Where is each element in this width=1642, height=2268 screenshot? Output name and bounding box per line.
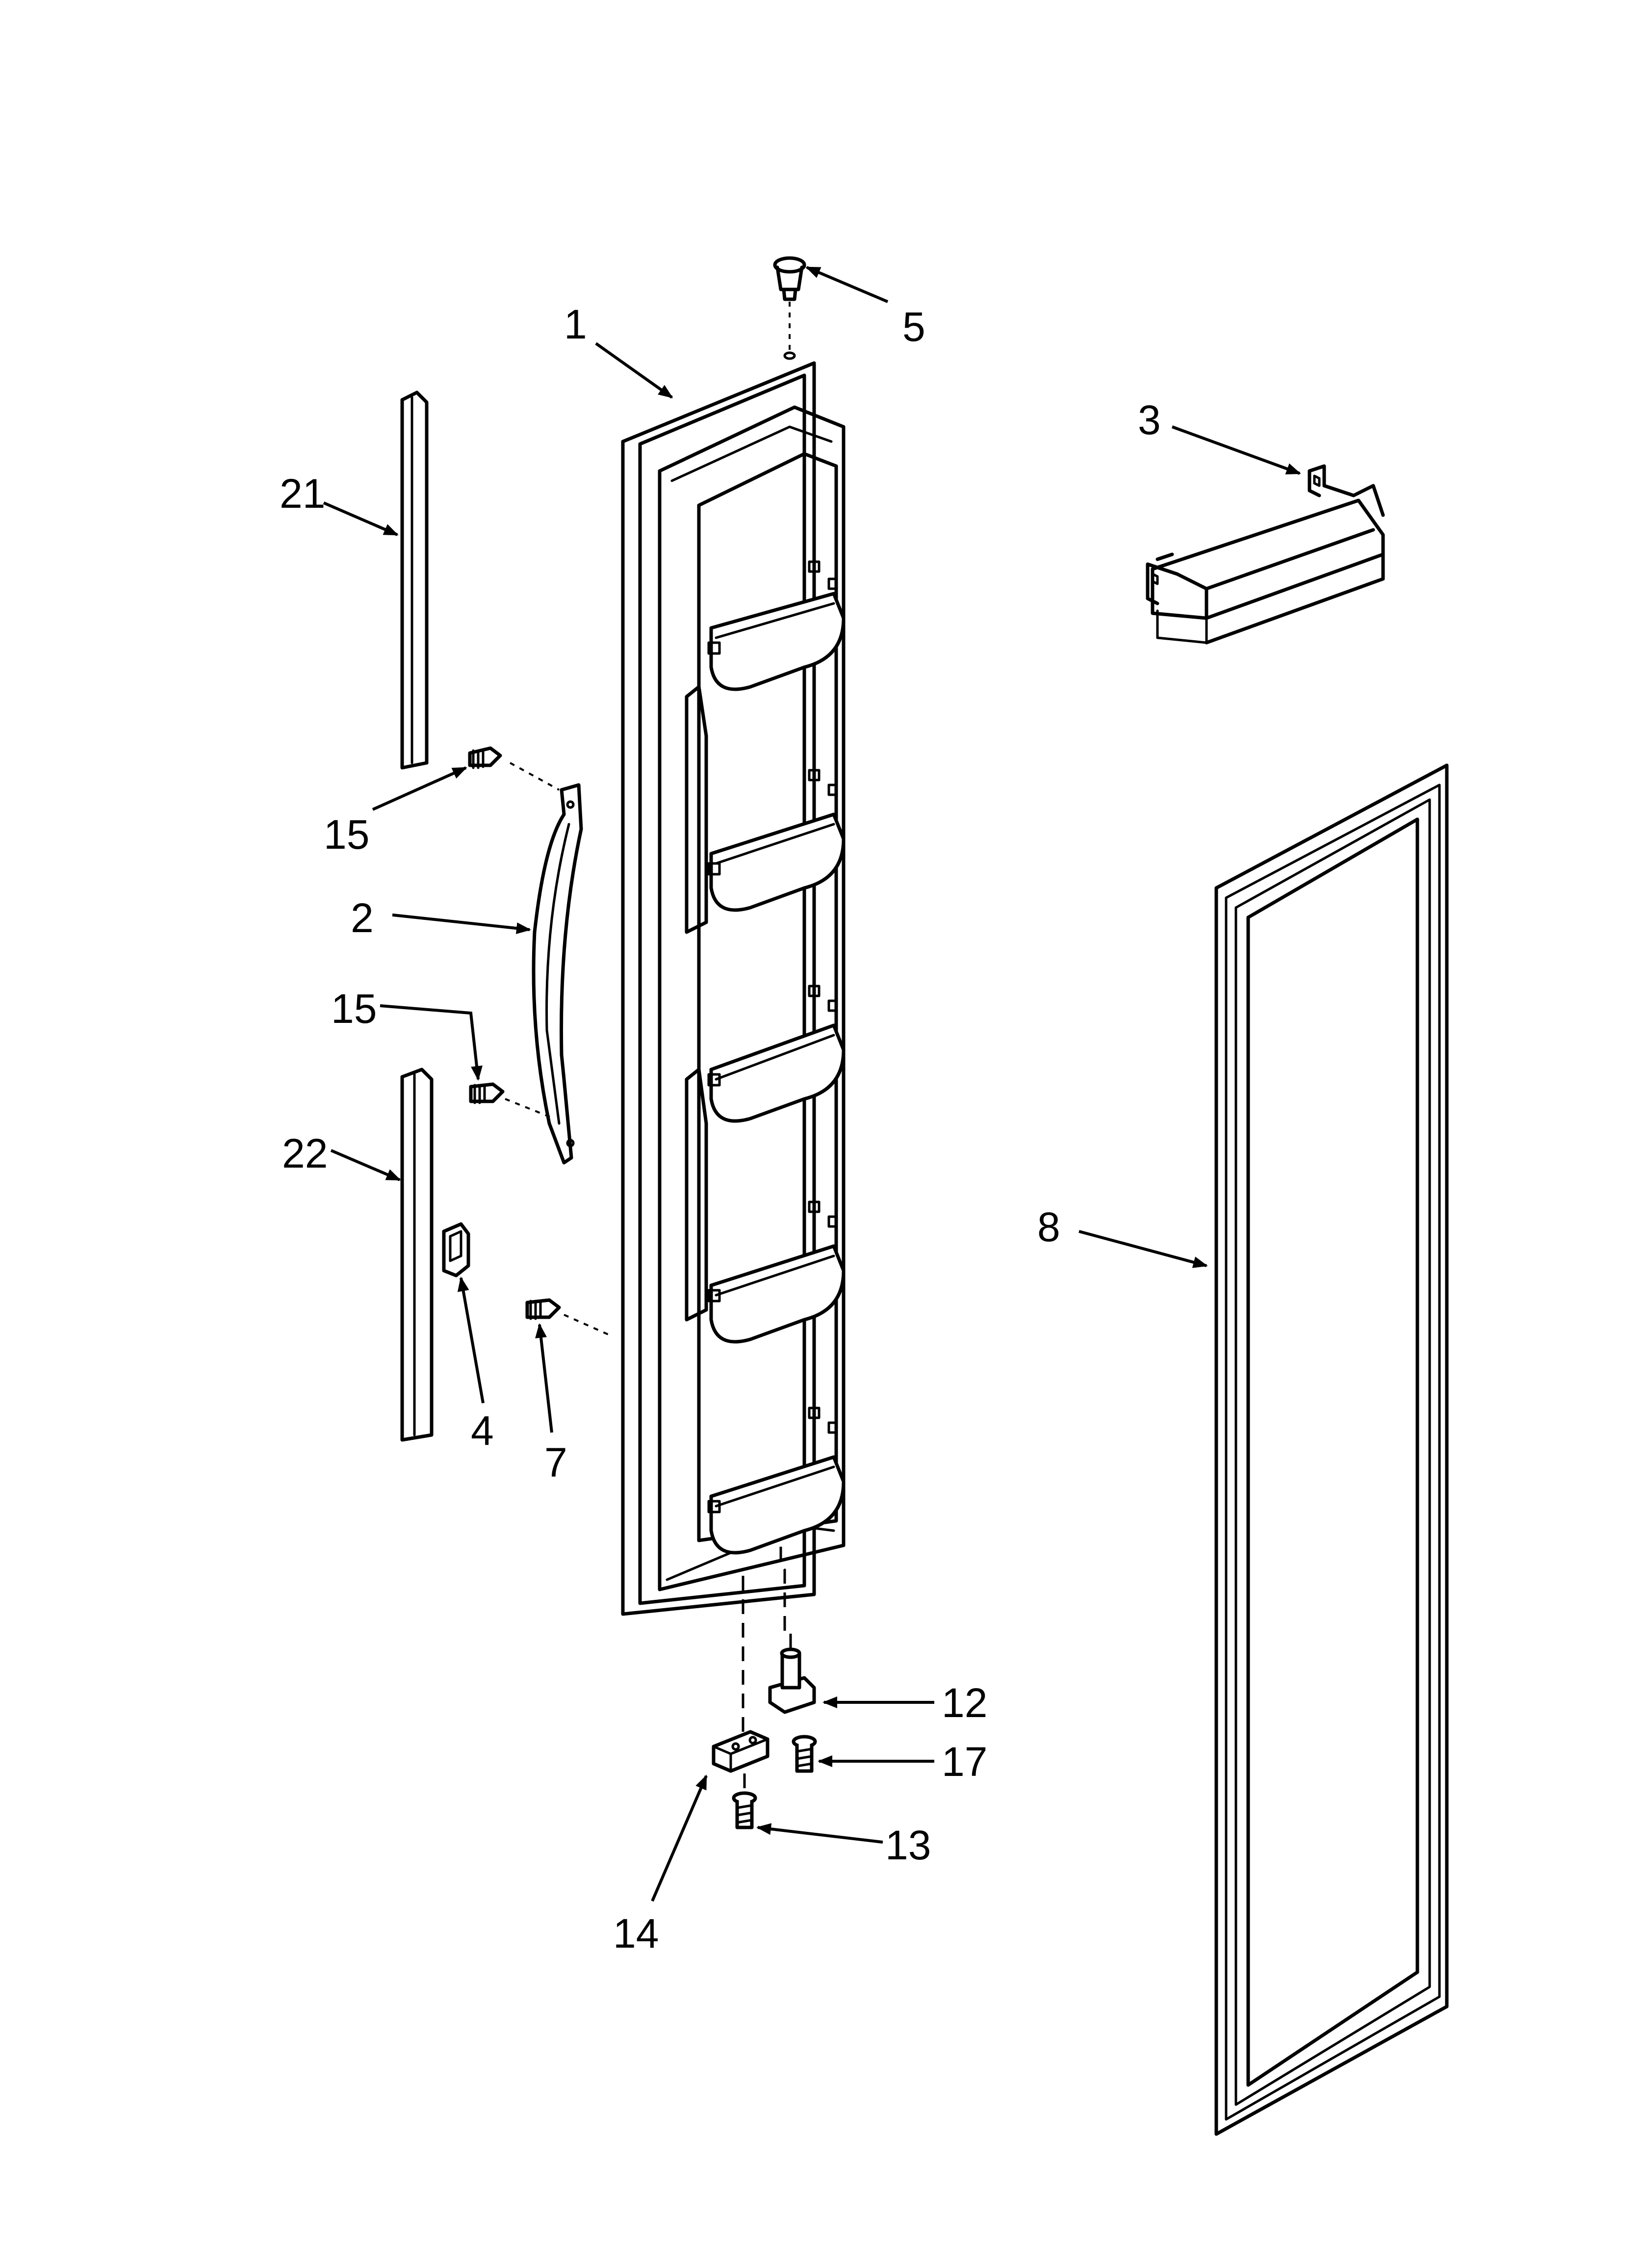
callout-14: 14 (613, 1910, 659, 1956)
callout-15a: 15 (324, 811, 369, 858)
top-hinge-bushing (773, 256, 806, 360)
callout-22: 22 (282, 1130, 328, 1176)
callout-15b: 15 (331, 986, 377, 1032)
callout-5: 5 (902, 304, 925, 350)
door-shelves (707, 560, 846, 1555)
callout-2: 2 (351, 895, 374, 941)
callout-3: 3 (1138, 397, 1161, 443)
handle-screw-bottom (469, 1082, 505, 1104)
leader-13 (756, 1823, 883, 1844)
callout-13: 13 (885, 1822, 931, 1868)
hinge-pin-screw (792, 1735, 817, 1773)
leader-4 (457, 1277, 485, 1404)
trim-screw (525, 1298, 609, 1335)
callout-12: 12 (942, 1680, 987, 1726)
trim-strip-bottom (400, 1068, 434, 1442)
door-gasket (1214, 763, 1449, 2136)
callout-21: 21 (280, 470, 325, 517)
bottom-hinge-pin (768, 1545, 816, 1714)
leader-5 (805, 266, 889, 303)
handle-screw-top (468, 746, 502, 769)
shelf-5 (707, 1407, 846, 1555)
leader-7 (535, 1323, 553, 1433)
callout-4: 4 (471, 1408, 494, 1454)
leader-21 (323, 501, 399, 536)
callout-17: 17 (942, 1739, 987, 1785)
leader-22 (330, 1149, 401, 1181)
callout-8: 8 (1037, 1204, 1060, 1250)
trim-strip-top (400, 391, 429, 770)
shelf-3 (707, 985, 846, 1123)
hinge-bracket-screw (732, 1773, 757, 1829)
leader-lines (323, 266, 1301, 1902)
leader-3 (1171, 425, 1301, 475)
trim-clip (442, 1222, 470, 1277)
shelf-4 (707, 1200, 846, 1344)
callout-7: 7 (544, 1439, 567, 1486)
shelf-2 (707, 769, 846, 912)
callout-1: 1 (564, 301, 587, 347)
hinge-bracket (712, 1575, 770, 1773)
callout-labels: 1 2 3 4 5 7 8 12 13 14 15 15 17 21 22 (280, 301, 1161, 1956)
door-handle (505, 762, 583, 1165)
leader-2 (392, 913, 531, 935)
shelf-bin (1146, 464, 1385, 645)
leader-1 (595, 342, 673, 399)
leader-8 (1078, 1230, 1208, 1268)
leader-14 (651, 1774, 708, 1902)
leader-15a (372, 766, 467, 811)
leader-15b (380, 1004, 483, 1081)
shelf-1 (707, 560, 846, 691)
